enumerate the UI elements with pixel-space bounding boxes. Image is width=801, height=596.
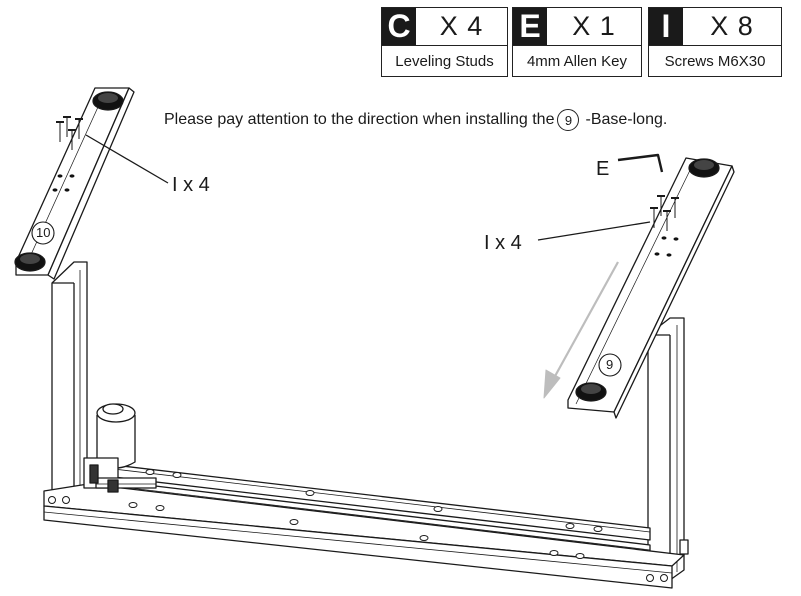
part-label: 4mm Allen Key — [526, 52, 628, 70]
part-marker-left: 10 — [36, 225, 51, 240]
part-letter: C — [382, 8, 416, 45]
base-right-holes — [654, 236, 679, 257]
leveling-stud-left-top — [92, 91, 124, 111]
part-letter: I — [649, 8, 683, 45]
instruction-after: -Base-long. — [585, 111, 668, 128]
rail-holes — [48, 469, 668, 582]
direction-arrow-icon — [543, 261, 619, 399]
screws-right — [650, 195, 679, 231]
part-marker-right: 9 — [606, 357, 614, 372]
instruction-before: Please pay attention to the direction wh… — [164, 111, 555, 128]
part-screws: I X 8 Screws M6X30 — [648, 7, 782, 77]
allen-key-icon — [617, 153, 664, 173]
motor — [83, 403, 157, 493]
part-quantity: X 4 — [439, 11, 484, 41]
callout-leader-left — [85, 134, 169, 184]
callout-allen-key: E — [596, 158, 610, 180]
leveling-stud-left-bottom — [14, 252, 46, 272]
callout-left-screws: I x 4 — [172, 174, 210, 196]
part-leveling-studs: C X 4 Leveling Studs — [381, 7, 508, 77]
callout-leader-right — [537, 221, 651, 241]
callout-right-screws: I x 4 — [484, 232, 522, 254]
part-label: Leveling Studs — [395, 52, 494, 70]
part-number-badge: 9 — [557, 109, 580, 131]
part-allen-key: E X 1 4mm Allen Key — [512, 7, 642, 77]
part-quantity: X 1 — [572, 11, 616, 41]
leveling-stud-right-top — [688, 158, 720, 178]
part-letter: E — [513, 8, 547, 45]
base-left-holes — [52, 174, 75, 192]
base-right — [567, 157, 735, 419]
part-quantity: X 8 — [710, 11, 754, 41]
right-leg — [647, 317, 689, 581]
base-left-marker — [31, 221, 55, 245]
part-label: Screws M6X30 — [664, 52, 766, 70]
screws-left — [56, 116, 83, 150]
base-left — [15, 87, 135, 280]
instruction-text: Please pay attention to the direction wh… — [164, 109, 667, 131]
left-leg — [51, 261, 88, 501]
front-rail — [43, 483, 685, 589]
base-right-marker — [598, 353, 622, 377]
leveling-stud-right-bottom — [575, 382, 607, 402]
